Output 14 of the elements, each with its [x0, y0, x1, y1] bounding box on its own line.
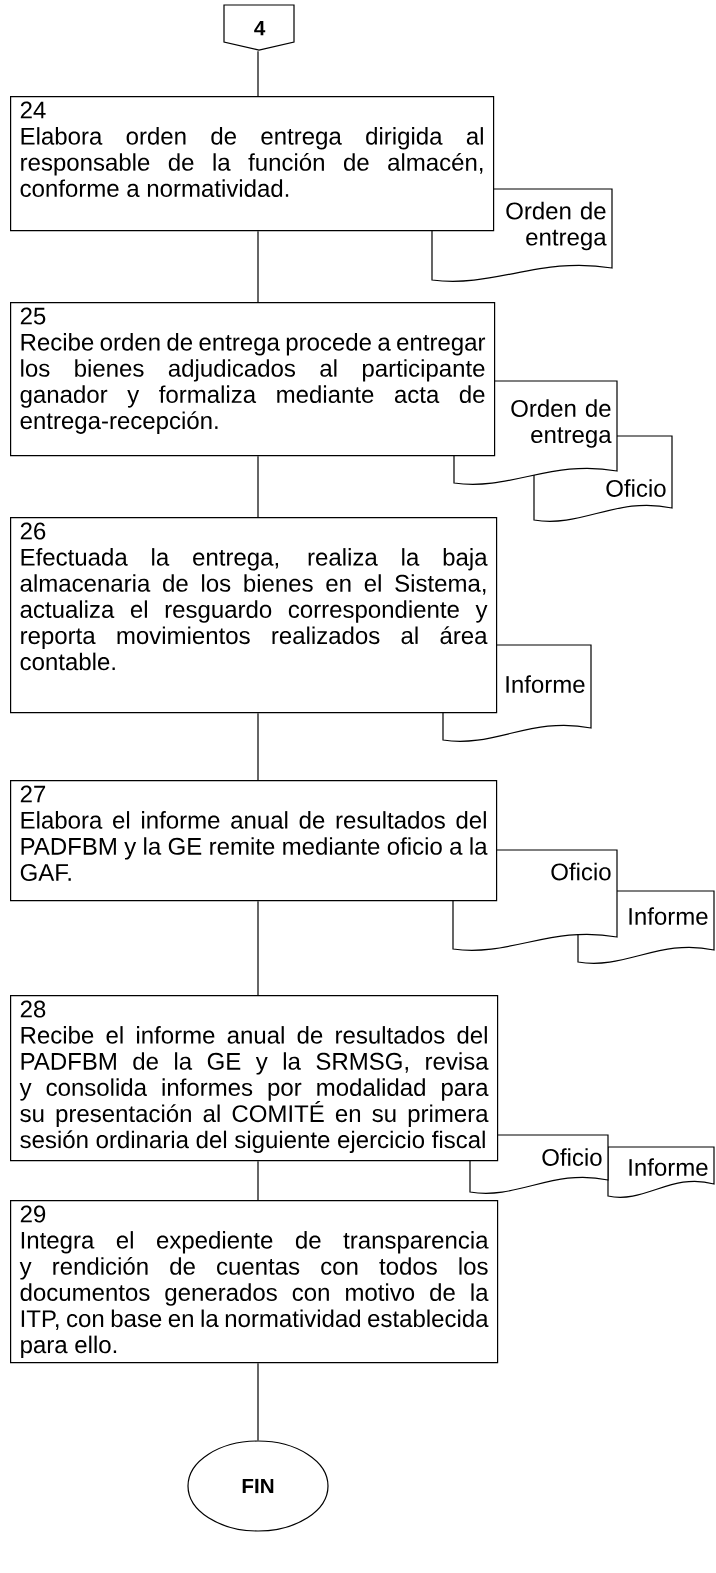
connector-line	[257, 455, 259, 518]
process-box: 28 Recibe el informe anual de resultados del PADFBM de la GE y la SRMSG, revisa y consolida informes por modalidad para su presentación al COMITÉ en su primera sesión ordinaria del siguiente ejercicio fiscal	[10, 995, 499, 1162]
connector-line	[257, 50, 259, 97]
connector-line	[257, 712, 259, 781]
process-box: 24 Elabora orden de entrega dirigida al responsable de la función de almacén, conforme a normatividad.	[10, 96, 495, 232]
connector-line	[257, 230, 259, 303]
process-box: 25 Recibe orden de entrega procede a entregar los bienes adjudicados al participante ganador y formaliza mediante acta de entrega-recepción.	[10, 302, 496, 457]
process-box: 29 Integra el expediente de transparencia y rendición de cuentas con todos los documentos generados con motivo de la ITP, con base en la normatividad establecida para ello.	[10, 1200, 499, 1364]
connector-line	[257, 1160, 259, 1201]
connector-line	[257, 1362, 259, 1441]
process-box: 26 Efectuada la entrega, realiza la baja almacenaria de los bienes en el Sistema, actualiza el resguardo correspondiente y reporta movimientos realizados al área contable.	[10, 517, 498, 714]
off-page-connector: 4	[223, 4, 295, 51]
connector-line	[257, 900, 259, 996]
process-box: 27 Elabora el informe anual de resultados del PADFBM y la GE remite mediante oficio a la GAF.	[10, 780, 498, 902]
